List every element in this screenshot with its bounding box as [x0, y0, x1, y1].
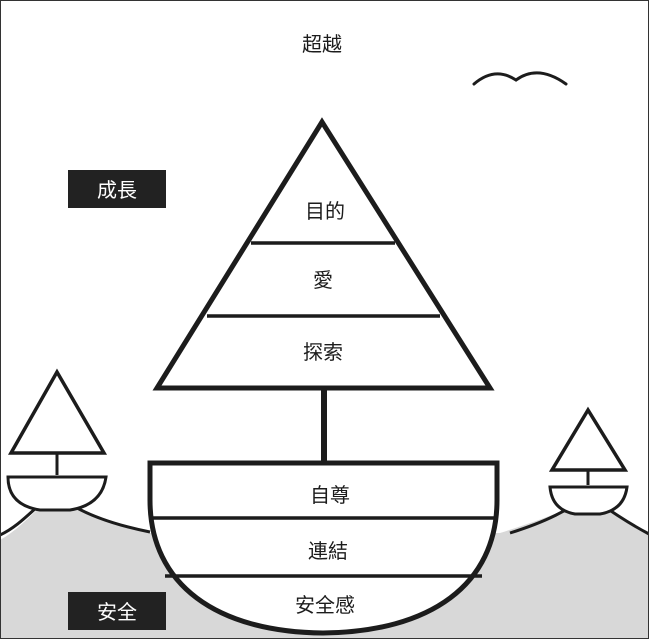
- sail-level-love: 愛: [313, 268, 333, 292]
- tag-safety-label: 安全: [97, 600, 137, 624]
- hull-level-security: 安全感: [295, 593, 355, 617]
- sail-level-exploration: 探索: [303, 340, 343, 364]
- small-hull-left: [6, 475, 108, 512]
- tag-safety: 安全: [68, 592, 166, 630]
- sail-outline: [152, 117, 495, 391]
- tag-growth-label: 成長: [97, 178, 137, 202]
- small-sail-left: [7, 368, 108, 455]
- tag-growth-bg: [68, 170, 166, 208]
- tag-growth: 成長: [68, 170, 166, 208]
- hull-level-connection: 連結: [308, 539, 348, 563]
- small-hull-right: [548, 485, 629, 516]
- main-sail: 目的 愛 探索: [152, 117, 495, 391]
- sail-level-purpose: 目的: [305, 199, 345, 223]
- small-sailboat-left: [6, 368, 108, 512]
- small-sailboat-right: [548, 406, 629, 516]
- small-sail-right: [548, 406, 629, 472]
- tag-safety-bg: [68, 592, 166, 630]
- hull-outline: [147, 460, 500, 636]
- main-hull: 自尊 連結 安全感: [147, 460, 500, 636]
- bird-icon: [472, 71, 568, 86]
- hull-level-self-esteem: 自尊: [310, 483, 350, 507]
- top-label-transcendence: 超越: [302, 32, 342, 56]
